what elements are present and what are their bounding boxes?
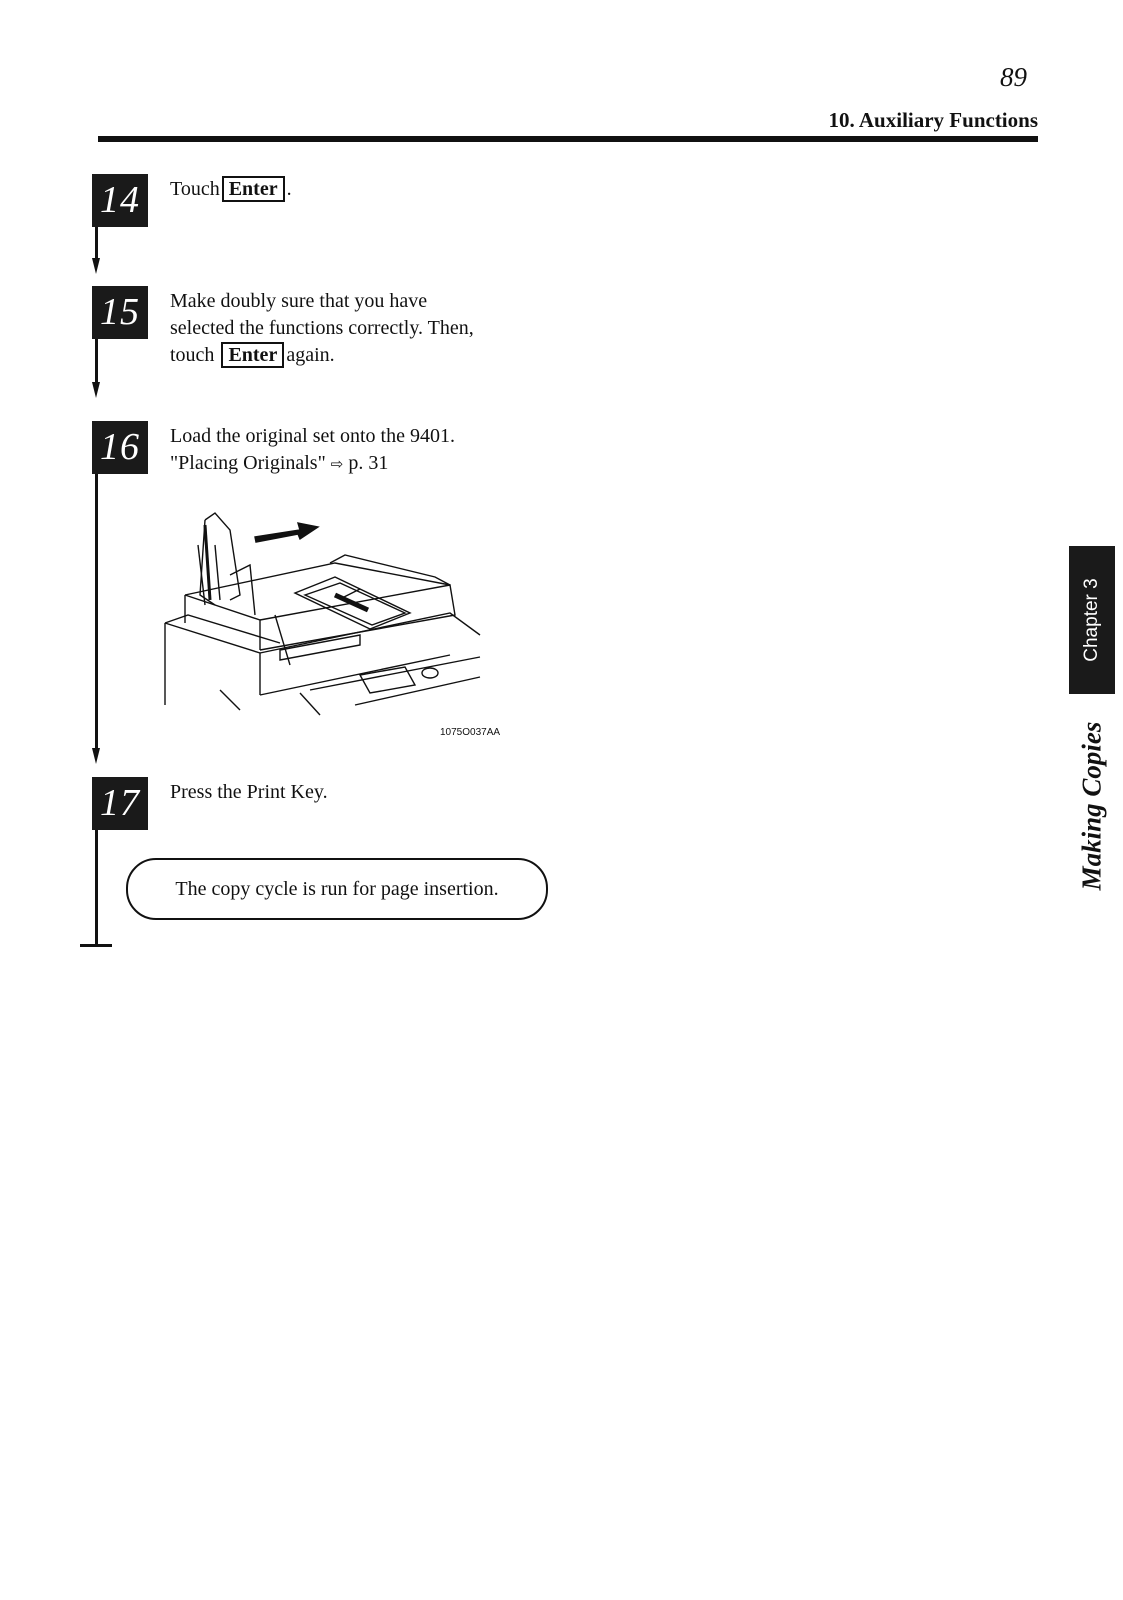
- enter-key: Enter: [221, 342, 285, 368]
- flow-arrow-icon: [92, 258, 100, 274]
- reference-title: "Placing Originals": [170, 452, 326, 474]
- step-15-line-2: selected the functions correctly. Then,: [170, 317, 474, 339]
- step-15-suffix: again.: [286, 344, 335, 366]
- page-number: 89: [1000, 62, 1027, 92]
- step-14-prefix: Touch: [170, 178, 220, 200]
- step-number-14: 14: [92, 174, 148, 227]
- section-title: 10. Auxiliary Functions: [828, 108, 1038, 132]
- enter-key: Enter: [221, 176, 285, 202]
- flow-arrow-icon: [92, 748, 100, 764]
- step-16-text: Load the original set onto the 9401. "Pl…: [170, 423, 455, 478]
- step-17-text: Press the Print Key.: [170, 781, 328, 803]
- step-number-16: 16: [92, 421, 148, 474]
- reference-page: p. 31: [348, 452, 389, 474]
- step-15-prefix: touch: [170, 344, 215, 366]
- step-17-note: The copy cycle is run for page insertion…: [126, 858, 548, 920]
- step-16-line-1: Load the original set onto the 9401.: [170, 425, 455, 447]
- step-14-suffix: .: [286, 178, 292, 200]
- pointer-arrow-icon: ⇨: [330, 455, 344, 473]
- chapter-tab: Chapter 3: [1069, 546, 1115, 694]
- flow-arrow-icon: [92, 382, 100, 398]
- flow-line-15: [95, 312, 98, 388]
- flow-line-16: [95, 450, 98, 752]
- flow-end-bar: [80, 944, 112, 947]
- step-15-line-1: Make doubly sure that you have: [170, 290, 428, 312]
- step-15-text: Make doubly sure that you have selected …: [170, 288, 474, 369]
- flow-line-17: [95, 812, 98, 945]
- illustration-code: 1075O037AA: [440, 727, 501, 738]
- feed-direction-arrow-icon: [254, 522, 320, 543]
- step-number-15: 15: [92, 286, 148, 339]
- side-section-label: Making Copies: [1076, 721, 1107, 891]
- flow-line-14: [95, 200, 98, 266]
- step-16-reference: "Placing Originals" ⇨ p. 31: [170, 450, 455, 478]
- document-feeder-illustration: [164, 512, 481, 716]
- chapter-tab-label: Chapter 3: [1081, 578, 1102, 662]
- header-rule: [98, 136, 1038, 142]
- step-number-17: 17: [92, 777, 148, 830]
